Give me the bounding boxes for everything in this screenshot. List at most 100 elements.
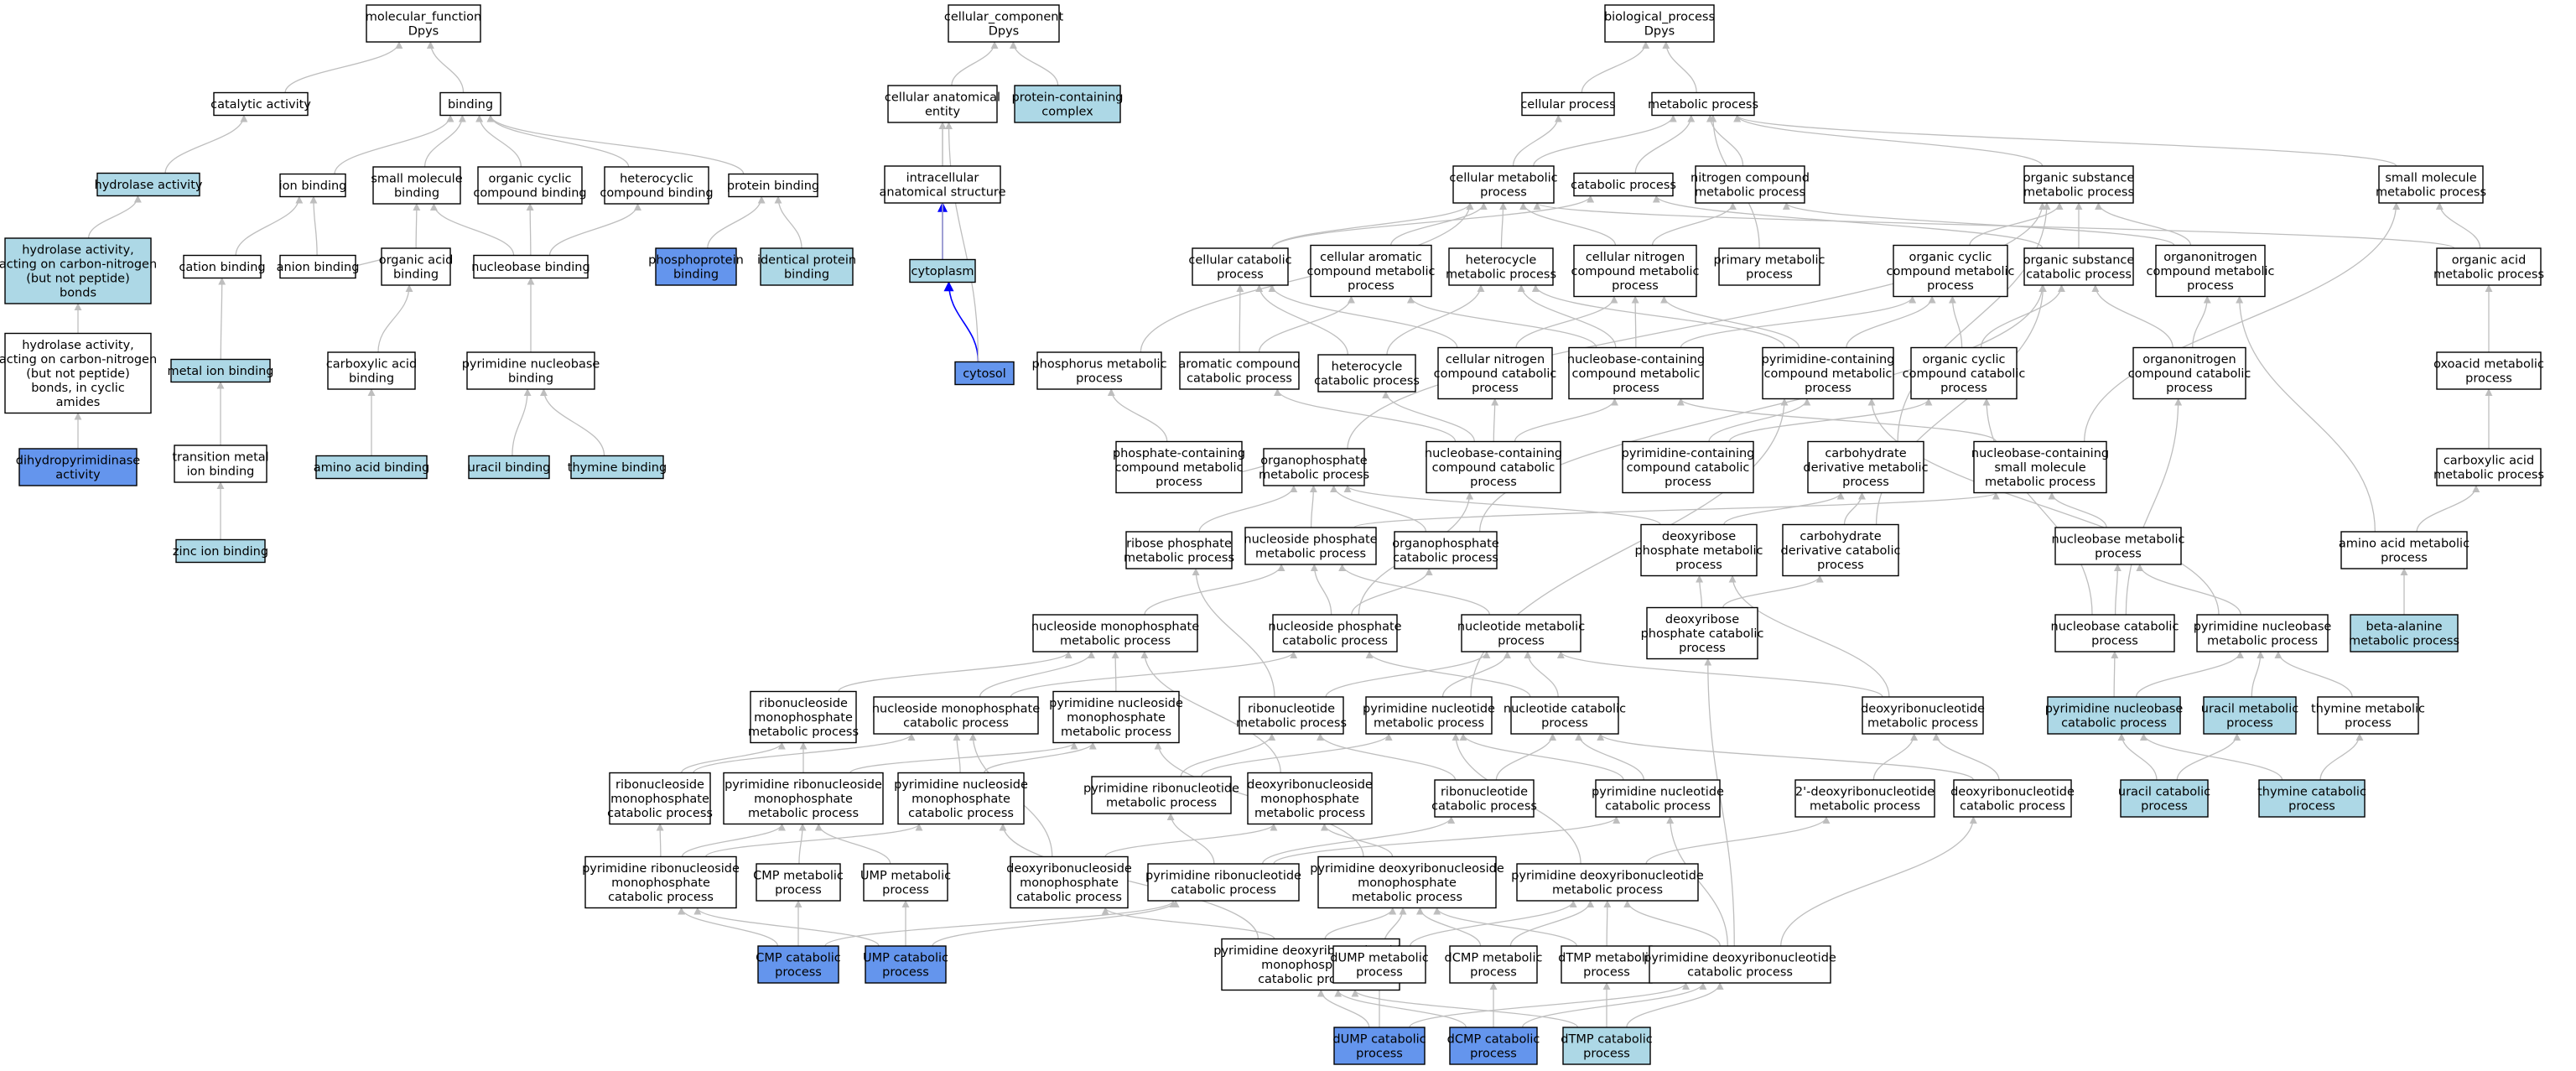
go-term-node-ionb[interactable]: ion binding <box>279 173 347 198</box>
go-term-node-anionb[interactable]: anion binding <box>277 254 360 279</box>
go-term-node-znb[interactable]: zinc ion binding <box>173 538 268 564</box>
go-term-node-metp[interactable]: metabolic process <box>1648 91 1758 117</box>
go-term-node-cationb[interactable]: cation binding <box>179 254 266 279</box>
go-term-node-hydCN[interactable]: hydrolase activity,acting on carbon-nitr… <box>0 237 157 304</box>
go-term-node-hydCNcyc[interactable]: hydrolase activity,acting on carbon-nitr… <box>0 332 157 414</box>
go-term-node-protb[interactable]: protein binding <box>727 173 819 198</box>
go-term-node-metalb[interactable]: metal ion binding <box>167 358 274 383</box>
go-term-node-aab[interactable]: amino acid binding <box>314 455 429 480</box>
go-term-node-cellp[interactable]: cellular process <box>1520 91 1616 117</box>
go-term-node-nbb[interactable]: nucleobase binding <box>471 254 590 279</box>
go-term-node-thyb[interactable]: thymine binding <box>568 455 667 480</box>
go-term-node-cyto[interactable]: cytoplasm <box>909 258 976 283</box>
go-term-node-catp[interactable]: catabolic process <box>1571 172 1676 197</box>
go-term-node-hydrolase[interactable]: hydrolase activity <box>95 172 203 197</box>
